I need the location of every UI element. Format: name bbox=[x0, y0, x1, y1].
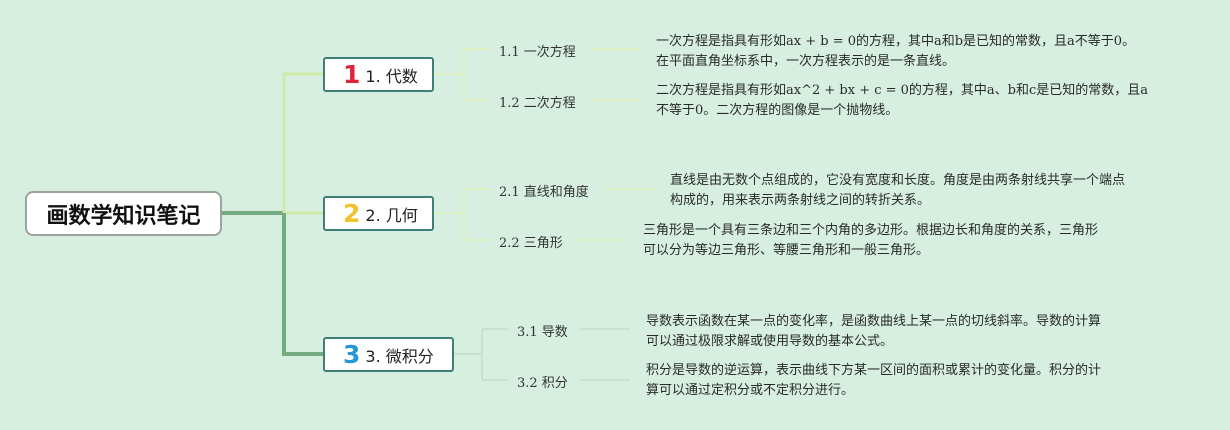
desc-line: 可以通过极限求解或使用导数的基本公式。 bbox=[646, 334, 894, 349]
subtopic-integral[interactable]: 3.2 积分 bbox=[517, 376, 568, 391]
subtopic-derivative[interactable]: 3.1 导数 bbox=[517, 325, 568, 340]
desc-line: 构成的，用来表示两条射线之间的转折关系。 bbox=[670, 193, 931, 208]
topic-label: 1. 代数 bbox=[365, 66, 418, 86]
desc-line: 在平面直角坐标系中，一次方程表示的是一条直线。 bbox=[656, 54, 956, 69]
subtopic-triangle[interactable]: 2.2 三角形 bbox=[499, 236, 563, 251]
desc-linear-equation: 一次方程是指具有形如ax + b = 0的方程，其中a和b是已知的常数，且a不等… bbox=[656, 32, 1135, 72]
desc-line: 可以分为等边三角形、等腰三角形和一般三角形。 bbox=[643, 243, 930, 258]
desc-line: 二次方程是指具有形如ax^2 + bx + c = 0的方程，其中a、b和c是已… bbox=[656, 83, 1149, 98]
number-three-icon: 3 bbox=[343, 340, 361, 369]
desc-triangle: 三角形是一个具有三条边和三个内角的多边形。根据边长和角度的关系，三角形 可以分为… bbox=[643, 221, 1098, 261]
topic-node-geometry[interactable]: 2 2. 几何 bbox=[323, 196, 434, 231]
desc-quadratic-equation: 二次方程是指具有形如ax^2 + bx + c = 0的方程，其中a、b和c是已… bbox=[656, 81, 1148, 121]
desc-line: 三角形是一个具有三条边和三个内角的多边形。根据边长和角度的关系，三角形 bbox=[643, 223, 1099, 238]
topic-node-algebra[interactable]: 1 1. 代数 bbox=[323, 57, 434, 92]
desc-integral: 积分是导数的逆运算，表示曲线下方某一区间的面积或累计的变化量。积分的计 算可以通… bbox=[646, 361, 1101, 401]
number-two-icon: 2 bbox=[343, 199, 361, 228]
topic-label: 2. 几何 bbox=[365, 205, 418, 225]
desc-line: 导数表示函数在某一点的变化率，是函数曲线上某一点的切线斜率。导数的计算 bbox=[646, 314, 1102, 329]
subtopic-quadratic-equation[interactable]: 1.2 二次方程 bbox=[499, 96, 576, 111]
desc-line: 积分是导数的逆运算，表示曲线下方某一区间的面积或累计的变化量。积分的计 bbox=[646, 363, 1102, 378]
number-one-icon: 1 bbox=[343, 60, 361, 89]
desc-line: 一次方程是指具有形如ax + b = 0的方程，其中a和b是已知的常数，且a不等… bbox=[656, 34, 1136, 49]
desc-line: 算可以通过定积分或不定积分进行。 bbox=[646, 383, 855, 398]
desc-line: 不等于0。二次方程的图像是一个抛物线。 bbox=[656, 103, 899, 118]
topic-label: 3. 微积分 bbox=[365, 346, 434, 366]
root-node[interactable]: 画数学知识笔记 bbox=[25, 191, 222, 236]
topic-node-calculus[interactable]: 3 3. 微积分 bbox=[323, 337, 454, 372]
subtopic-linear-equation[interactable]: 1.1 一次方程 bbox=[499, 45, 576, 60]
desc-derivative: 导数表示函数在某一点的变化率，是函数曲线上某一点的切线斜率。导数的计算 可以通过… bbox=[646, 312, 1101, 352]
subtopic-lines-angles[interactable]: 2.1 直线和角度 bbox=[499, 185, 589, 200]
desc-line: 直线是由无数个点组成的，它没有宽度和长度。角度是由两条射线共享一个端点 bbox=[670, 173, 1126, 188]
desc-lines-angles: 直线是由无数个点组成的，它没有宽度和长度。角度是由两条射线共享一个端点 构成的，… bbox=[670, 171, 1125, 211]
